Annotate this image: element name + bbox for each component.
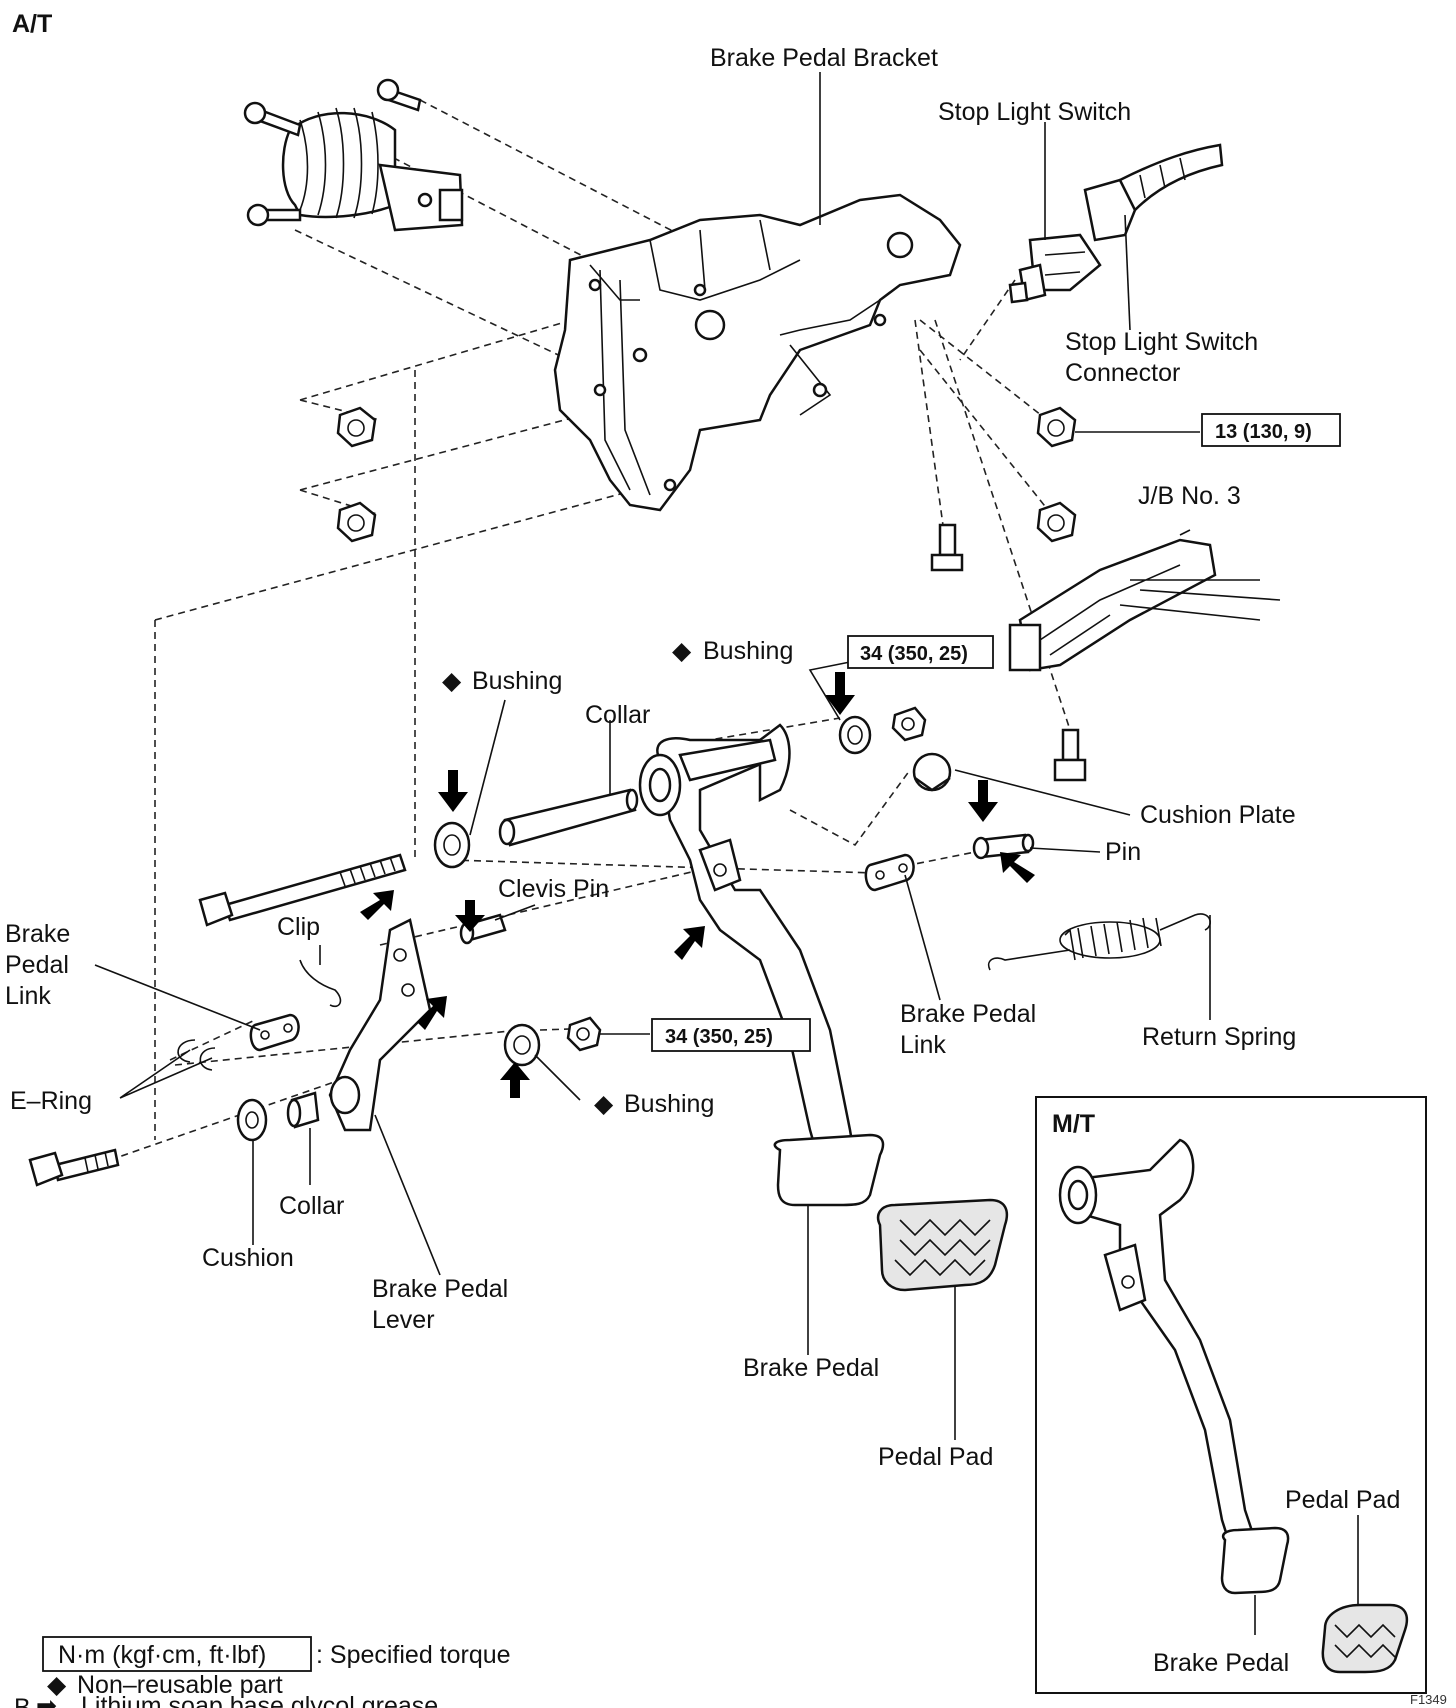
brake-pedal-link-right-part — [864, 853, 915, 892]
torque-box-top: 34 (350, 25) — [847, 635, 994, 669]
bolt — [1053, 728, 1087, 782]
grease-arrow-icon — [674, 926, 705, 960]
brake-pedal-bracket-part — [553, 193, 962, 512]
label-brake-pedal-link-right-line2: Link — [900, 1031, 946, 1059]
label-brake-pedal-link-left-line1: Brake — [5, 920, 70, 948]
grease-arrow-icon — [500, 1062, 530, 1098]
label-bushing-top: Bushing — [703, 637, 793, 665]
grease-arrow-icon — [1000, 852, 1035, 883]
torque-value-top: 34 (350, 25) — [860, 643, 968, 665]
label-stop-light-switch-connector-line2: Connector — [1065, 359, 1180, 387]
label-bushing-left: Bushing — [472, 667, 562, 695]
legend-torque-box: N·m (kgf·cm, ft·lbf) — [58, 1641, 266, 1669]
section-title-at: A/T — [12, 10, 52, 38]
figure-id: F1349 — [1410, 1692, 1447, 1707]
grease-arrow-icon — [455, 900, 485, 932]
label-stop-light-switch-connector-line1: Stop Light Switch — [1065, 328, 1258, 356]
bracket-nuts-right — [1036, 406, 1077, 543]
torque-box-right: 13 (130, 9) — [1201, 413, 1341, 447]
label-stop-light-switch: Stop Light Switch — [938, 98, 1131, 126]
collar-top-part — [498, 788, 639, 847]
mt-brake-pedal-part — [1058, 1138, 1290, 1595]
grease-arrow-icon: ➡ — [36, 1692, 57, 1708]
grease-arrows — [360, 672, 1035, 1098]
section-title-mt: M/T — [1052, 1110, 1095, 1138]
legend-torque: N·m (kgf·cm, ft·lbf) : Specified torque — [42, 1636, 511, 1672]
leader-lines — [94, 72, 1211, 1440]
bushing-lower-part — [503, 1023, 541, 1067]
legend-grease-text: Lithium soap base glycol grease — [81, 1692, 438, 1708]
nut — [1036, 406, 1077, 448]
nut-top-part — [891, 706, 927, 742]
legend-torque-desc: : Specified torque — [316, 1641, 511, 1669]
label-clip: Clip — [277, 913, 320, 941]
cushion-part — [236, 1098, 268, 1142]
e-ring-parts — [177, 1039, 216, 1071]
legend: N·m (kgf·cm, ft·lbf) : Specified torque … — [14, 1636, 511, 1708]
return-spring-part — [987, 913, 1211, 971]
label-brake-pedal-bracket: Brake Pedal Bracket — [710, 44, 938, 72]
brake-pedal-lever-part — [328, 918, 432, 1132]
label-brake-pedal-lever-line1: Brake Pedal — [372, 1275, 508, 1303]
clip-part — [299, 959, 342, 1008]
bolt — [930, 523, 964, 572]
main-bolt-part — [198, 853, 407, 927]
bracket-nuts-left — [336, 406, 377, 543]
bushing-left-part — [433, 821, 471, 869]
label-collar-bottom: Collar — [279, 1192, 344, 1220]
pedal-pad-part — [876, 1198, 1009, 1292]
label-jb-no3: J/B No. 3 — [1138, 482, 1241, 510]
nut — [336, 501, 377, 543]
legend-non-reusable: ◆ Non–reusable part — [47, 1671, 283, 1699]
label-cushion-plate: Cushion Plate — [1140, 801, 1296, 829]
nut-lower-part — [566, 1016, 602, 1052]
grease-arrow-icon — [825, 672, 855, 715]
brake-pedal-part — [638, 723, 885, 1207]
label-brake-pedal-link-right-line1: Brake Pedal — [900, 1000, 1036, 1028]
diamond-icon: ◆ — [594, 1090, 614, 1118]
diamond-icon: ◆ — [672, 637, 692, 665]
cushion-plate-part — [912, 752, 952, 792]
label-pin: Pin — [1105, 838, 1141, 866]
label-cushion: Cushion — [202, 1244, 294, 1272]
mt-inset: M/T Pedal Pad Brake Pedal — [1035, 1096, 1427, 1694]
grease-arrow-icon — [417, 996, 447, 1030]
lower-bolt-part — [28, 1148, 120, 1187]
label-brake-pedal-link-left-line2: Pedal — [5, 951, 69, 979]
label-mt-brake-pedal: Brake Pedal — [1153, 1649, 1289, 1677]
label-brake-pedal-link-left-line3: Link — [5, 982, 51, 1010]
torque-value-right: 13 (130, 9) — [1215, 421, 1312, 443]
pin-part — [972, 833, 1035, 860]
collar-bottom-part — [286, 1091, 320, 1129]
label-e-ring: E–Ring — [10, 1087, 92, 1115]
grease-arrow-icon — [968, 780, 998, 822]
grease-arrow-icon — [438, 770, 468, 812]
label-bushing-lower: Bushing — [624, 1090, 714, 1118]
stop-light-switch-part — [1008, 233, 1102, 304]
label-mt-pedal-pad: Pedal Pad — [1285, 1486, 1400, 1514]
label-brake-pedal: Brake Pedal — [743, 1354, 879, 1382]
brake-booster — [243, 78, 464, 232]
torque-value-lower: 34 (350, 25) — [665, 1026, 773, 1048]
jb-no3-part — [1008, 538, 1281, 672]
label-return-spring: Return Spring — [1142, 1023, 1296, 1051]
legend-non-reusable-text: Non–reusable part — [77, 1671, 283, 1699]
brake-pedal-link-left-part — [249, 1013, 300, 1052]
stop-light-switch-connector-part — [1083, 143, 1224, 242]
nut — [1036, 501, 1077, 543]
page-mark: B — [14, 1694, 31, 1708]
label-collar-top: Collar — [585, 701, 650, 729]
diamond-icon: ◆ — [47, 1671, 67, 1699]
label-clevis-pin: Clevis Pin — [498, 875, 609, 903]
torque-box-lower: 34 (350, 25) — [651, 1018, 811, 1052]
mt-pedal-pad-part — [1321, 1603, 1409, 1674]
diamond-icon: ◆ — [442, 667, 462, 695]
bushing-top-part — [838, 715, 872, 755]
nut — [336, 406, 377, 448]
label-brake-pedal-lever-line2: Lever — [372, 1306, 435, 1334]
label-pedal-pad: Pedal Pad — [878, 1443, 993, 1471]
grease-arrow-icon — [360, 890, 394, 920]
legend-grease: B ➡ Lithium soap base glycol grease — [14, 1692, 438, 1708]
